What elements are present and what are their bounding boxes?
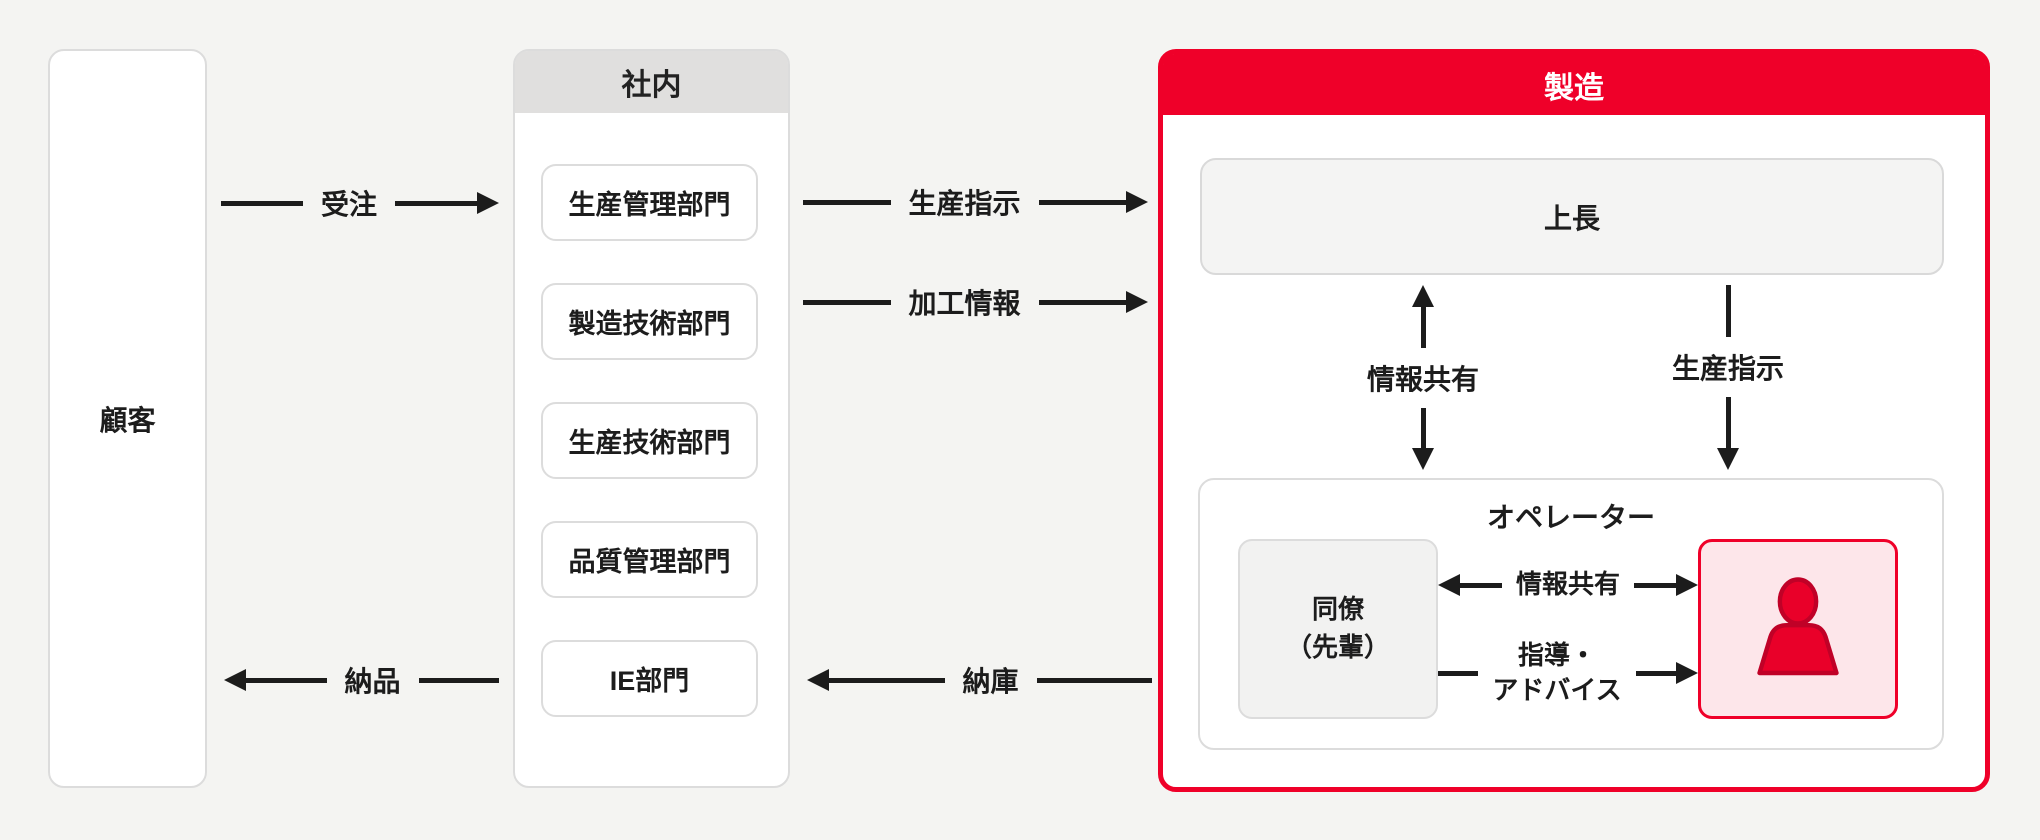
arrowhead-right-icon bbox=[1126, 291, 1149, 313]
flow-line bbox=[829, 677, 945, 683]
flow-warehousing: 納庫 bbox=[807, 658, 1153, 702]
supervisor-box: 上長 bbox=[1200, 158, 1944, 275]
department-pill-production-tech: 生産技術部門 bbox=[541, 402, 758, 479]
arrowhead-down-icon bbox=[1412, 448, 1434, 470]
flow-warehousing-label: 納庫 bbox=[962, 666, 1019, 697]
operator-person-box bbox=[1698, 539, 1898, 719]
inner-flow-guidance: 指導・アドバイス bbox=[1438, 631, 1699, 715]
department-pill-manufacturing-tech: 製造技術部門 bbox=[541, 283, 758, 360]
operator-box: オペレーター 同僚 （先輩） 情報共有 指導・アドバイス bbox=[1198, 478, 1944, 750]
inner-flow-guidance-label: 指導・アドバイス bbox=[1478, 638, 1635, 708]
colleague-label-line1: 同僚 bbox=[1311, 594, 1364, 625]
flow-line bbox=[221, 200, 303, 206]
flow-line bbox=[1420, 307, 1426, 348]
flow-line bbox=[1036, 677, 1153, 683]
flow-line bbox=[246, 677, 327, 683]
flow-line bbox=[1038, 199, 1127, 205]
flow-production-instruction-label: 生産指示 bbox=[908, 188, 1021, 219]
flow-processing-info-label: 加工情報 bbox=[908, 288, 1021, 319]
manufacturing-box: 製造 上長 情報共有 生産指示 オペレーター 同僚 （先輩） bbox=[1158, 49, 1990, 792]
guidance-line1: 指導・ bbox=[1518, 639, 1597, 670]
flow-order: 受注 bbox=[221, 181, 500, 225]
department-pill-production-control: 生産管理部門 bbox=[541, 164, 758, 241]
flow-production-instruction: 生産指示 bbox=[803, 180, 1149, 224]
vflow-info-share: 情報共有 bbox=[1348, 285, 1498, 470]
colleague-label-line2: （先輩） bbox=[1285, 632, 1390, 662]
vflow-production-instruction-label: 生産指示 bbox=[1671, 352, 1784, 384]
person-icon bbox=[1757, 577, 1839, 676]
inhouse-header: 社内 bbox=[515, 51, 788, 113]
customer-box: 顧客 bbox=[48, 49, 207, 788]
flow-line bbox=[1634, 582, 1677, 588]
inner-flow-info-share: 情報共有 bbox=[1438, 563, 1699, 607]
arrowhead-left-icon bbox=[807, 669, 829, 691]
flow-line bbox=[1038, 299, 1127, 305]
department-pill-ie: IE部門 bbox=[541, 640, 758, 717]
flow-delivery-label: 納品 bbox=[344, 666, 401, 697]
colleague-box: 同僚 （先輩） bbox=[1238, 539, 1438, 719]
flow-processing-info: 加工情報 bbox=[803, 280, 1149, 324]
arrowhead-left-icon bbox=[1438, 574, 1460, 596]
flow-line bbox=[1635, 670, 1677, 676]
flow-line bbox=[1460, 582, 1502, 588]
arrowhead-down-icon bbox=[1717, 448, 1739, 470]
manufacturing-header: 製造 bbox=[1163, 54, 1985, 115]
flow-line bbox=[803, 299, 891, 305]
flow-line bbox=[1438, 670, 1479, 676]
flow-order-label: 受注 bbox=[321, 189, 378, 220]
inner-flow-info-share-label: 情報共有 bbox=[1516, 569, 1621, 600]
vflow-info-share-label: 情報共有 bbox=[1366, 363, 1479, 395]
flow-line bbox=[803, 199, 891, 205]
customer-label: 顧客 bbox=[99, 404, 156, 436]
flow-line bbox=[1725, 285, 1731, 337]
operator-title: オペレーター bbox=[1486, 502, 1655, 533]
guidance-line2: アドバイス bbox=[1492, 675, 1622, 705]
inhouse-title: 社内 bbox=[621, 69, 682, 102]
vflow-production-instruction: 生産指示 bbox=[1653, 285, 1803, 470]
department-pill-quality-control: 品質管理部門 bbox=[541, 521, 758, 598]
inhouse-box: 社内 生産管理部門 製造技術部門 生産技術部門 品質管理部門 IE部門 bbox=[513, 49, 790, 788]
supervisor-label: 上長 bbox=[1543, 202, 1600, 234]
flow-line bbox=[395, 200, 478, 206]
manufacturing-title: 製造 bbox=[1544, 71, 1604, 105]
arrowhead-up-icon bbox=[1412, 285, 1434, 307]
arrowhead-right-icon bbox=[1126, 191, 1149, 213]
flow-line bbox=[418, 677, 500, 683]
arrowhead-right-icon bbox=[1676, 574, 1699, 596]
flow-line bbox=[1420, 407, 1426, 448]
flow-line bbox=[1725, 396, 1731, 448]
arrowhead-left-icon bbox=[224, 669, 246, 691]
arrowhead-right-icon bbox=[477, 192, 500, 214]
arrowhead-right-icon bbox=[1676, 662, 1699, 684]
flow-delivery: 納品 bbox=[224, 658, 500, 702]
